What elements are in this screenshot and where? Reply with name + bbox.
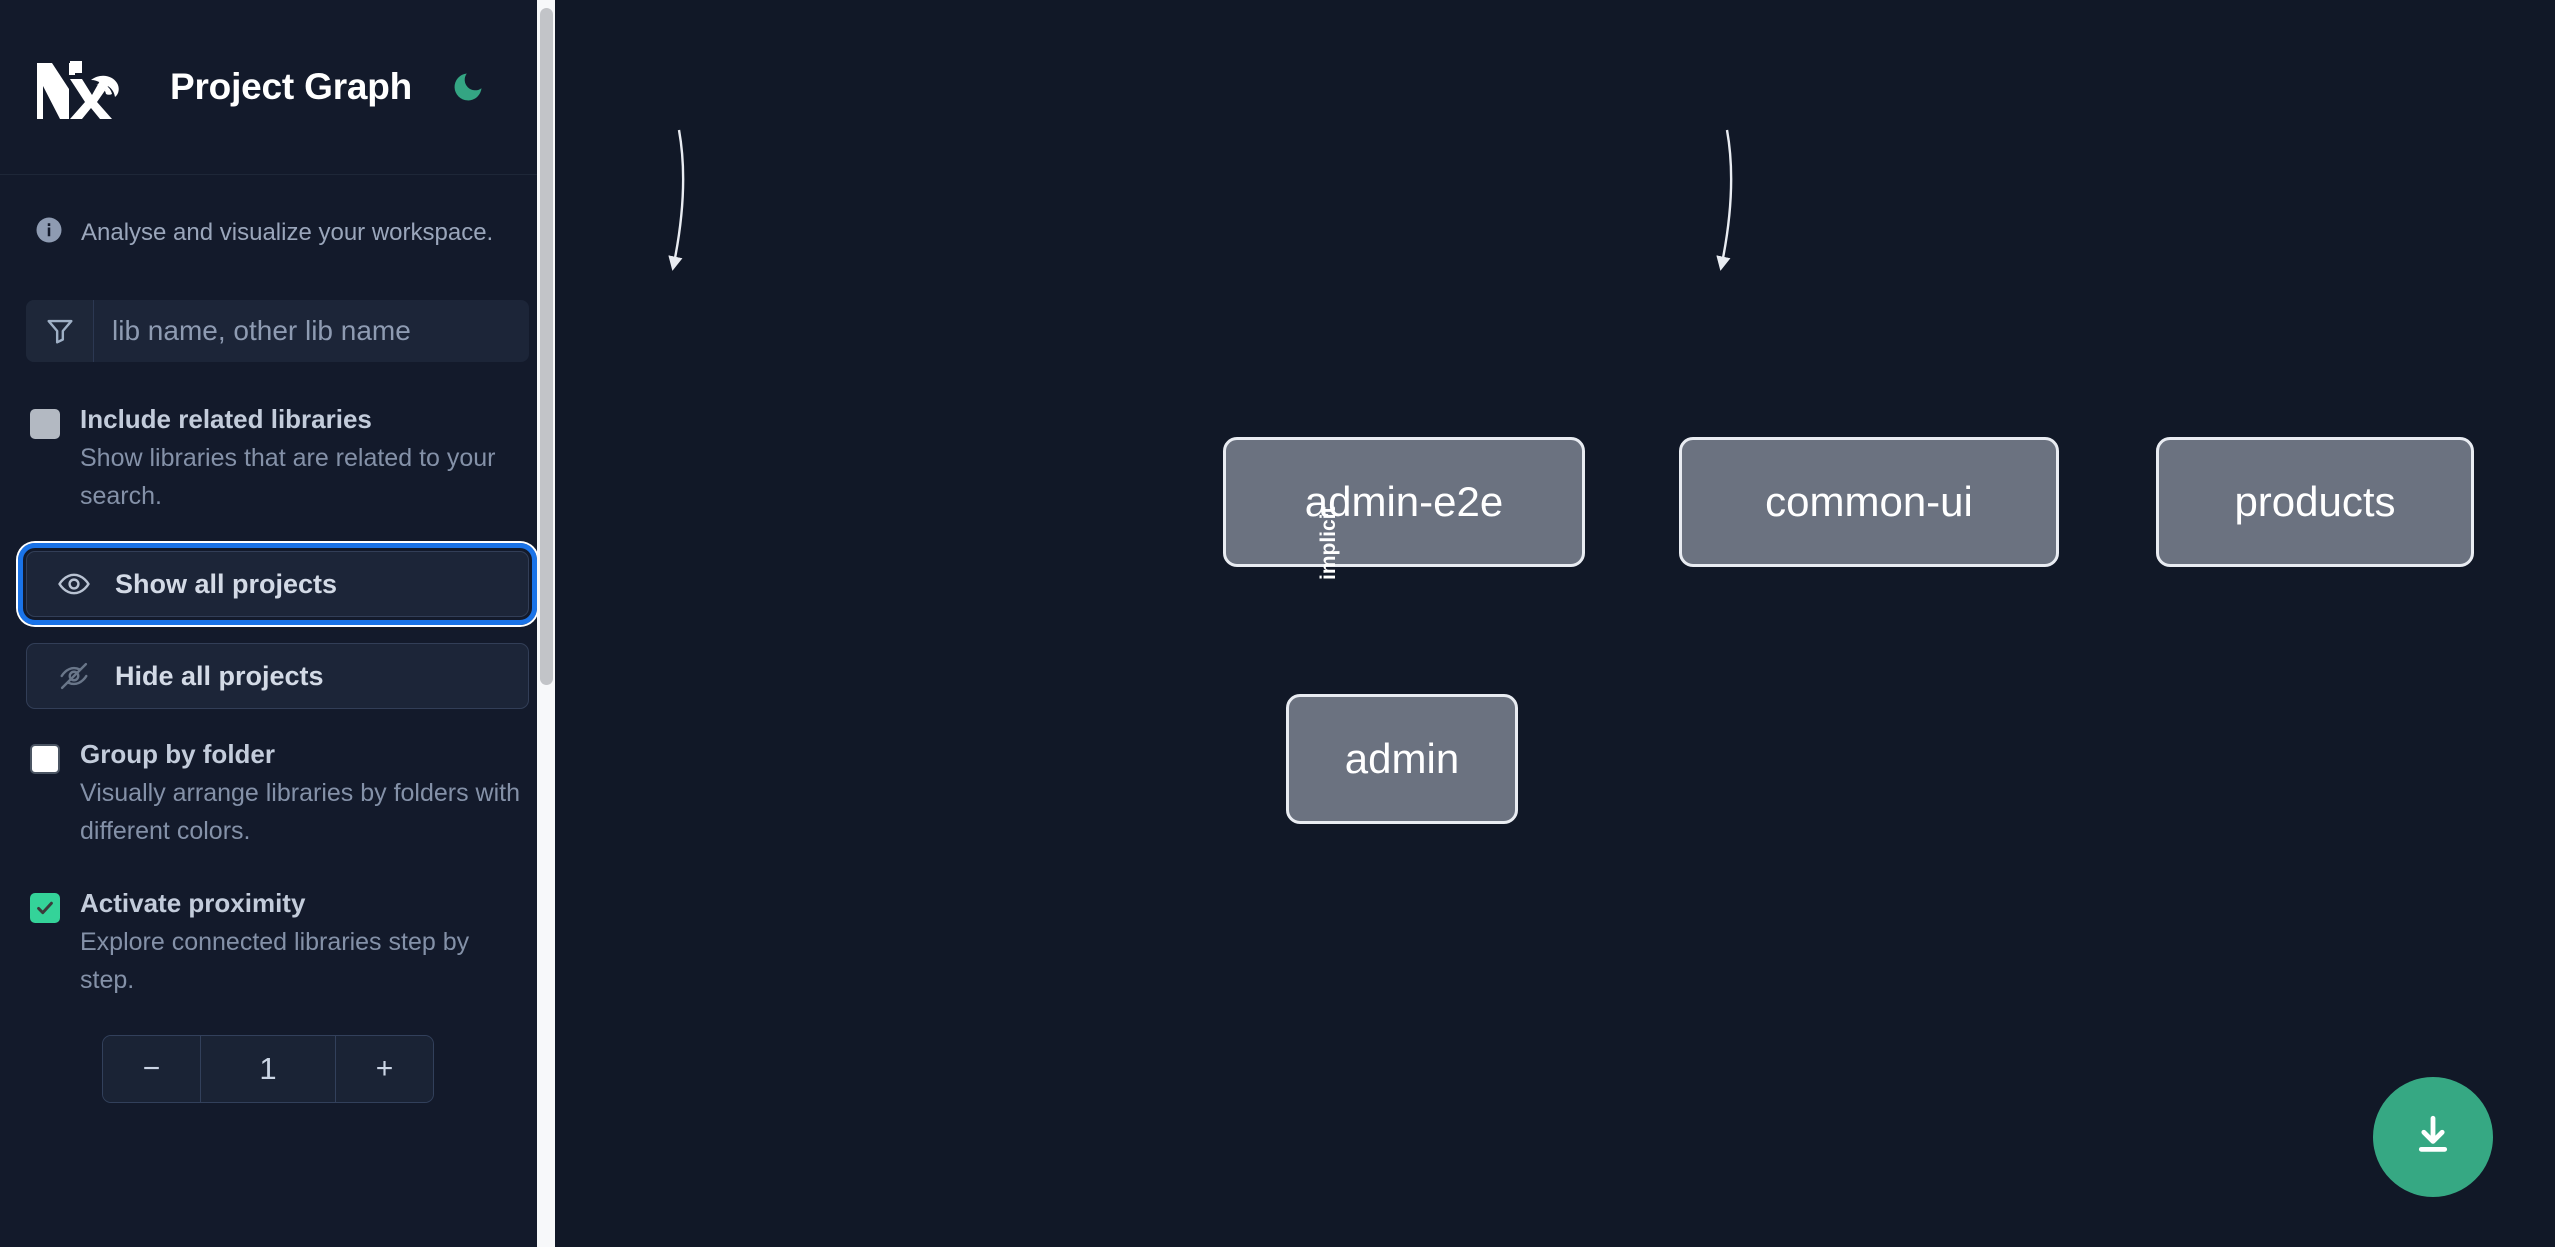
- proximity-stepper: − 1 +: [102, 1035, 434, 1104]
- moon-icon[interactable]: [446, 65, 490, 109]
- download-graph-button[interactable]: [2373, 1077, 2493, 1197]
- sidebar-scrollbar-thumb[interactable]: [540, 8, 553, 685]
- graph-node-label: admin-e2e: [1304, 478, 1504, 525]
- app-title: Project Graph: [170, 66, 413, 107]
- eye-icon: [57, 567, 91, 601]
- graph-node-common-ui[interactable]: common-ui: [1679, 437, 2059, 567]
- graph-node-label: admin: [1344, 735, 1460, 782]
- sidebar: Project Graph Analyse and visualize your…: [0, 0, 555, 1247]
- graph-edges: [668, 129, 1733, 271]
- hide-all-projects-button[interactable]: Hide all projects: [26, 643, 529, 710]
- show-all-projects-label: Show all projects: [115, 568, 338, 599]
- option-description: Visually arrange libraries by folders wi…: [80, 779, 521, 845]
- info-icon: [34, 215, 64, 250]
- checkbox-include-related-libraries[interactable]: [30, 409, 60, 439]
- option-label: Group by folder: [80, 739, 275, 770]
- graph-node-admin-e2e[interactable]: admin-e2e: [1223, 437, 1585, 567]
- option-group-by-folder[interactable]: Group by folder Visually arrange librari…: [26, 737, 529, 850]
- filter-row: [26, 300, 529, 362]
- download-icon: [2408, 1111, 2458, 1164]
- sidebar-header: Project Graph: [0, 0, 555, 175]
- show-all-projects-button[interactable]: Show all projects: [18, 543, 537, 626]
- option-label: Include related libraries: [80, 404, 372, 434]
- sidebar-scrollbar[interactable]: [537, 0, 555, 1247]
- filter-icon: [26, 300, 94, 362]
- option-label: Activate proximity: [80, 888, 306, 919]
- graph-node-admin[interactable]: admin: [1286, 694, 1518, 824]
- workspace-info-text: Analyse and visualize your workspace.: [81, 218, 494, 246]
- graph-node-products[interactable]: products: [2156, 437, 2474, 567]
- proximity-decrement-button[interactable]: −: [103, 1036, 201, 1103]
- checkbox-group-by-folder[interactable]: [30, 744, 60, 775]
- proximity-value: 1: [201, 1036, 335, 1103]
- checkbox-activate-proximity[interactable]: [30, 893, 60, 924]
- nx-logo-icon: [34, 53, 128, 121]
- option-include-related-libraries[interactable]: Include related libraries Show libraries…: [26, 402, 529, 515]
- option-description: Show libraries that are related to your …: [80, 444, 496, 510]
- graph-node-label: common-ui: [1765, 478, 1973, 525]
- proximity-increment-button[interactable]: +: [335, 1036, 433, 1103]
- option-activate-proximity[interactable]: Activate proximity Explore connected lib…: [26, 886, 529, 999]
- option-description: Explore connected libraries step by step…: [80, 928, 470, 994]
- graph-node-label: products: [2234, 478, 2396, 525]
- search-input[interactable]: [94, 300, 529, 362]
- edge-label-admin: implicit: [1317, 506, 1340, 580]
- hide-all-projects-label: Hide all projects: [115, 660, 324, 691]
- sidebar-body: Include related libraries Show libraries…: [0, 284, 555, 1104]
- graph-canvas[interactable]: admin-e2e common-ui products store-e2e a…: [555, 0, 2555, 1247]
- eye-off-icon: [57, 659, 91, 693]
- workspace-info: Analyse and visualize your workspace.: [0, 175, 555, 284]
